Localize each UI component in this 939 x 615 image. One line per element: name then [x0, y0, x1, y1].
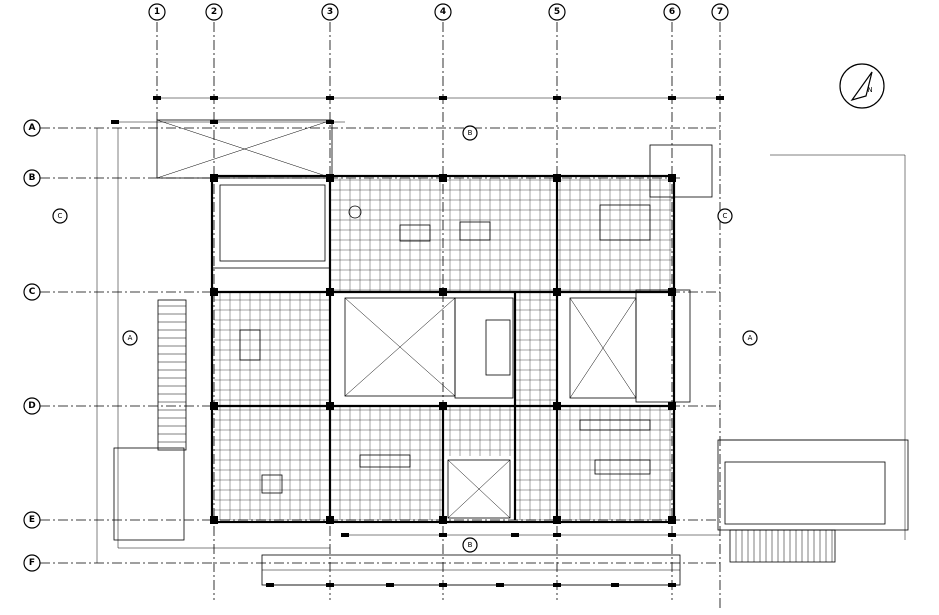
svg-text:7: 7 — [717, 7, 723, 17]
dim-tick — [326, 96, 334, 100]
column — [439, 174, 447, 182]
svg-text:C: C — [58, 212, 63, 220]
dim-tick — [511, 533, 519, 537]
dim-tick — [439, 533, 447, 537]
svg-text:B: B — [468, 541, 473, 549]
grid-bubble-f: F — [23, 554, 41, 572]
grid-bubble-7: 7 — [711, 3, 729, 21]
grid-bubble-3: 3 — [321, 3, 339, 21]
dim-tick — [668, 96, 676, 100]
svg-text:A: A — [128, 334, 133, 342]
grid-bubble-e: E — [23, 511, 41, 529]
grid-bubble-5: 5 — [548, 3, 566, 21]
grid-bubble-1: 1 — [148, 3, 166, 21]
svg-text:D: D — [28, 401, 35, 411]
svg-text:4: 4 — [440, 7, 446, 17]
svg-text:E: E — [29, 515, 35, 525]
dim-tick — [111, 120, 119, 124]
dim-tick — [716, 96, 724, 100]
grid-bubble-c: C — [23, 283, 41, 301]
grid-bubble-d: D — [23, 397, 41, 415]
column — [553, 288, 561, 296]
dim-tick — [210, 120, 218, 124]
bottom-right-stair — [729, 529, 836, 563]
column — [210, 174, 218, 182]
svg-text:1: 1 — [154, 7, 160, 17]
courtyard-void — [156, 119, 691, 519]
column — [326, 402, 334, 410]
grid-bubble-4: 4 — [434, 3, 452, 21]
column — [210, 516, 218, 524]
svg-text:F: F — [29, 558, 35, 568]
svg-text:C: C — [29, 287, 36, 297]
structural-columns — [210, 174, 676, 524]
column — [326, 288, 334, 296]
column — [668, 288, 676, 296]
column — [668, 516, 676, 524]
bottom-walkway — [261, 554, 681, 586]
right-wing — [113, 144, 909, 541]
dim-tick — [553, 96, 561, 100]
svg-text:3: 3 — [327, 7, 333, 17]
section-marker-a-left: A — [122, 330, 138, 346]
svg-text:A: A — [748, 334, 753, 342]
section-marker-b-bottom: B — [462, 537, 478, 553]
svg-text:A: A — [29, 123, 36, 133]
dim-tick — [210, 96, 218, 100]
grid-bubble-2: 2 — [205, 3, 223, 21]
column — [668, 174, 676, 182]
column — [553, 174, 561, 182]
column — [439, 288, 447, 296]
svg-text:N: N — [867, 86, 872, 94]
column — [439, 516, 447, 524]
column — [553, 516, 561, 524]
column — [668, 402, 676, 410]
column — [553, 402, 561, 410]
grid-bubbles-top: 1 2 3 4 5 6 7 — [148, 3, 729, 21]
left-stair — [157, 299, 187, 451]
dim-tick — [341, 533, 349, 537]
grid-bubbles-left: A B C D E F — [23, 119, 41, 572]
svg-text:B: B — [29, 173, 36, 183]
column — [326, 174, 334, 182]
dim-tick — [439, 96, 447, 100]
svg-text:6: 6 — [669, 7, 675, 17]
svg-text:2: 2 — [211, 7, 217, 17]
column — [439, 402, 447, 410]
dim-tick — [668, 533, 676, 537]
section-marker-c-left: C — [52, 208, 68, 224]
section-marker-a-right: A — [742, 330, 758, 346]
section-marker-b-top: B — [462, 125, 478, 141]
furniture — [239, 204, 651, 494]
grid-bubble-6: 6 — [663, 3, 681, 21]
svg-text:C: C — [723, 212, 728, 220]
svg-text:5: 5 — [554, 7, 560, 17]
dim-tick — [153, 96, 161, 100]
column — [210, 288, 218, 296]
column — [210, 402, 218, 410]
dim-tick — [326, 120, 334, 124]
section-marker-c-right: C — [717, 208, 733, 224]
grid-bubble-a: A — [23, 119, 41, 137]
svg-text:B: B — [468, 129, 473, 137]
dim-tick — [553, 533, 561, 537]
section-markers: A A B B C C — [52, 125, 758, 553]
column — [326, 516, 334, 524]
north-arrow-icon: N — [839, 63, 885, 109]
grid-bubble-b: B — [23, 169, 41, 187]
